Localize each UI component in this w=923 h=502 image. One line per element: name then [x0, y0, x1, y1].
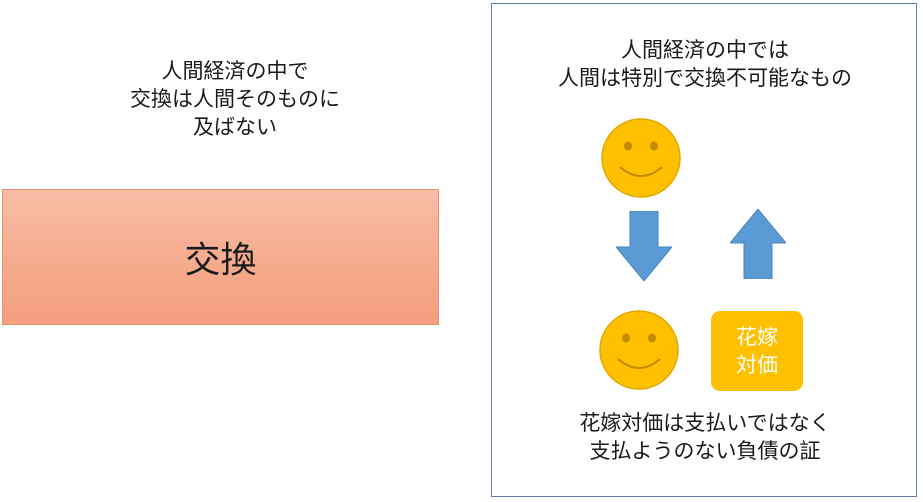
panel-top-caption-line-2: 人間は特別で交換不可能なもの: [558, 66, 852, 90]
smiley-face-icon: [599, 310, 679, 390]
bride-price-box: 花嫁 対価: [711, 311, 803, 391]
left-caption-line-1: 人間経済の中で: [161, 59, 309, 83]
exchange-label: 交換: [184, 240, 257, 281]
exchange-box: 交換: [2, 189, 439, 325]
panel-bottom-caption-line-1: 花嫁対価は支払いではなく: [579, 411, 831, 435]
left-caption: 人間経済の中で 交換は人間そのものに 及ばない: [90, 57, 380, 141]
panel-top-caption-line-1: 人間経済の中では: [621, 38, 789, 62]
panel-bottom-caption: 花嫁対価は支払いではなく 支払ようのない負債の証: [492, 409, 918, 465]
left-caption-line-3: 及ばない: [193, 115, 277, 139]
bride-price-line-1: 花嫁: [736, 325, 778, 349]
left-caption-line-2: 交換は人間そのものに: [130, 87, 340, 111]
bride-price-line-2: 対価: [736, 353, 778, 377]
panel-top-caption: 人間経済の中では 人間は特別で交換不可能なもの: [492, 36, 918, 92]
panel-bottom-caption-line-2: 支払ようのない負債の証: [589, 439, 821, 463]
arrow-up-icon: [730, 209, 786, 279]
smiley-face-icon: [601, 118, 681, 198]
human-economy-panel: 人間経済の中では 人間は特別で交換不可能なもの 花嫁 対価 花嫁対価は支払いでは…: [491, 3, 917, 497]
arrow-down-icon: [616, 211, 672, 281]
